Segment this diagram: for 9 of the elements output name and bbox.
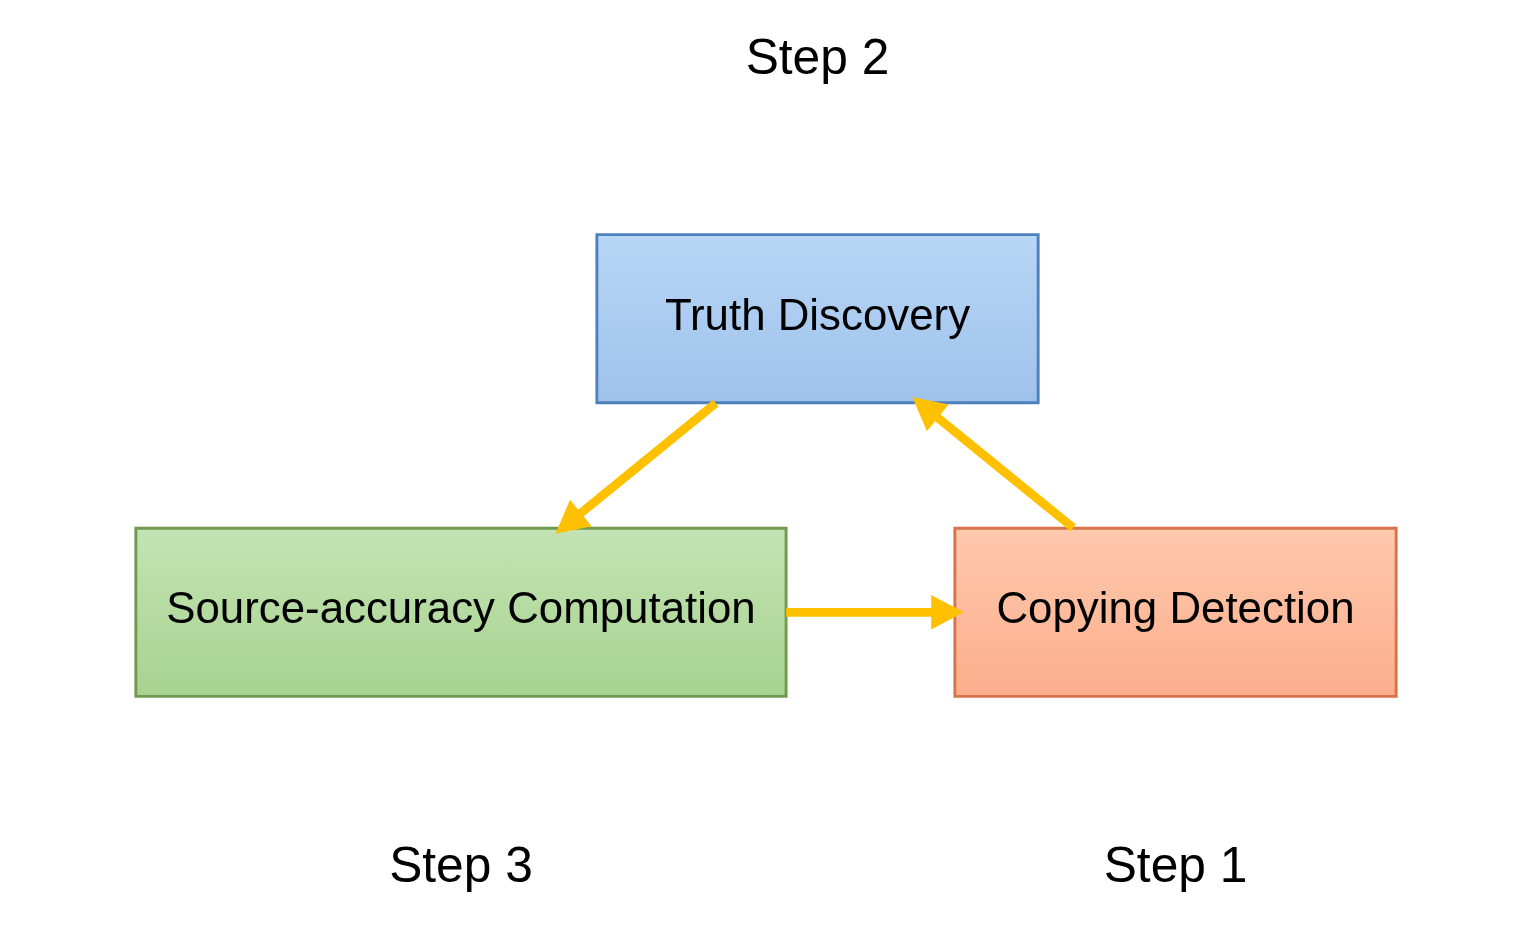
node-label: Step 2 [745, 29, 890, 86]
node-label: Step 3 [389, 837, 533, 894]
node-box: Truth Discovery [595, 233, 1040, 405]
node-box: Copying Detection [953, 526, 1398, 698]
arrow [555, 399, 719, 534]
node-box: Source-accuracy Computation [134, 526, 788, 698]
arrow [912, 397, 1077, 532]
arrow [786, 595, 965, 630]
node-label: Step 1 [1103, 837, 1248, 894]
